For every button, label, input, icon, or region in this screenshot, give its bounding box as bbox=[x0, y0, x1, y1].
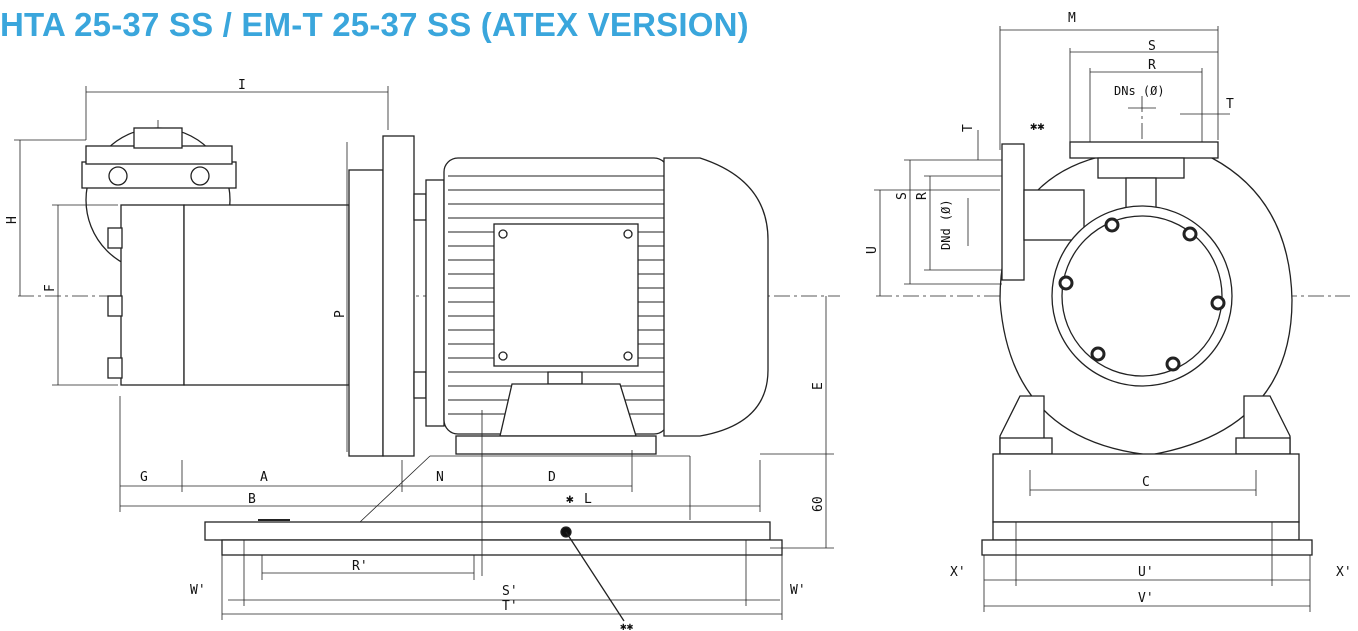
star-note-l: ✱ bbox=[566, 492, 574, 507]
dim-label-w-prime-left: W' bbox=[190, 583, 206, 598]
dim-label-v-prime: V' bbox=[1138, 591, 1154, 606]
side-view: I H F P E 60 G A N D B ✱ L R' S' T' W' W… bbox=[5, 78, 840, 631]
dim-label-t-top: T bbox=[1226, 97, 1234, 112]
dim-label-t-prime: T' bbox=[502, 599, 518, 614]
dim-label-l: L bbox=[584, 492, 592, 507]
star-note-baseplate: ✱✱ bbox=[620, 620, 634, 631]
front-view: M S R DNs (Ø) T T ✱✱ S R DNd (Ø) U C X' … bbox=[865, 11, 1352, 612]
dim-label-r-top: R bbox=[1148, 58, 1156, 73]
dim-label-n: N bbox=[436, 470, 444, 485]
dim-label-f: F bbox=[43, 284, 58, 292]
star-note-front: ✱✱ bbox=[1030, 119, 1044, 133]
dim-label-t-side: T bbox=[961, 124, 976, 132]
motor-feet bbox=[981, 395, 1313, 556]
dim-label-m: M bbox=[1068, 11, 1076, 26]
dim-label-x-prime-right: X' bbox=[1336, 565, 1352, 580]
pump-casing bbox=[81, 127, 350, 386]
dim-label-x-prime-left: X' bbox=[950, 565, 966, 580]
dim-label-u: U bbox=[865, 246, 880, 254]
electric-motor bbox=[443, 157, 769, 455]
terminal-box bbox=[493, 223, 639, 367]
baseplate bbox=[204, 519, 783, 622]
dim-label-p: P bbox=[333, 310, 348, 318]
dim-label-r-prime: R' bbox=[352, 559, 368, 574]
dim-label-d: D bbox=[548, 470, 556, 485]
dim-label-dns: DNs (Ø) bbox=[1114, 84, 1165, 98]
dim-label-c: C bbox=[1142, 475, 1150, 490]
dim-label-i: I bbox=[238, 78, 246, 93]
motor-flange bbox=[348, 135, 445, 457]
dim-label-s-prime: S' bbox=[502, 584, 518, 599]
dim-label-r-side: R bbox=[915, 192, 930, 200]
page-title: HTA 25-37 SS / EM-T 25-37 SS (ATEX VERSI… bbox=[0, 6, 749, 43]
dim-label-w-prime-right: W' bbox=[790, 583, 806, 598]
dim-label-s-top: S bbox=[1148, 39, 1156, 54]
dim-label-g: G bbox=[140, 470, 148, 485]
dim-label-60: 60 bbox=[811, 496, 826, 512]
volute-casing bbox=[999, 141, 1293, 456]
dim-label-dnd: DNd (Ø) bbox=[939, 199, 953, 250]
dim-label-a: A bbox=[260, 470, 268, 485]
dim-label-s-side: S bbox=[895, 192, 910, 200]
dim-label-e: E bbox=[811, 382, 826, 390]
dim-label-u-prime: U' bbox=[1138, 565, 1154, 580]
dim-label-h: H bbox=[5, 216, 20, 224]
dim-label-b: B bbox=[248, 492, 256, 507]
